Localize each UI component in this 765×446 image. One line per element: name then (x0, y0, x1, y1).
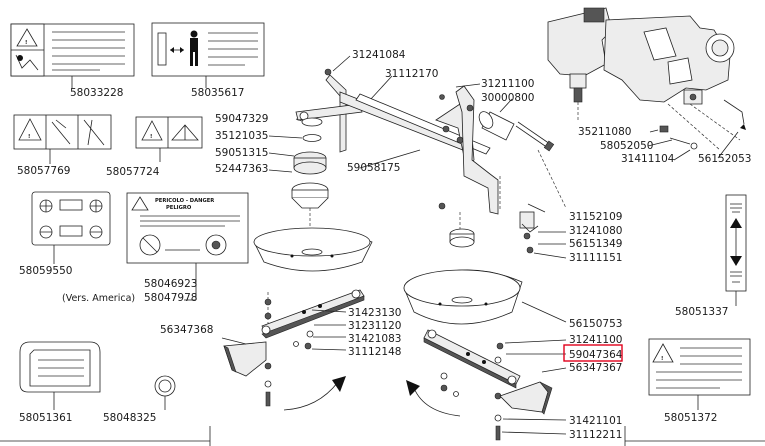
warning-triangle-icon (18, 118, 42, 141)
part-number-label: 58051372 (664, 412, 717, 424)
rotation-icon (40, 200, 102, 212)
part-number-label: 31211100 (481, 78, 534, 90)
right-clip-bracket (519, 211, 539, 254)
part-number-label: 30000800 (481, 92, 534, 104)
left-bolts (264, 298, 314, 407)
bearing-stack-left (291, 117, 329, 209)
part-number-label: 31423130 (348, 307, 401, 319)
part-number-label: 31231120 (348, 320, 401, 332)
america-note: (Vers. America) (62, 293, 135, 304)
part-number-label: 31111151 (569, 252, 622, 264)
pericolo-subtitle: PELIGRO (166, 205, 192, 211)
hub-right (438, 202, 475, 248)
warning-triangle-icon (141, 120, 163, 141)
part-number-label: 59058175 (347, 162, 400, 174)
part-number-label: 31241084 (352, 49, 406, 61)
warning-triangle-icon (131, 196, 149, 211)
decal-pericolo: PERICOLO - DANGER PELIGRO (126, 192, 249, 264)
part-number-label: 58048325 (103, 412, 156, 424)
rotation-arrow-right (406, 380, 461, 417)
crush-hazard-icon (15, 54, 39, 71)
decal-warning-top: ! (10, 23, 135, 77)
part-number-label: 31152109 (569, 211, 622, 223)
part-number-label: 31241080 (569, 225, 622, 237)
part-number-label: 58047978 (144, 292, 197, 304)
part-number-label: 58033228 (70, 87, 123, 99)
part-number-label: 31421101 (569, 415, 622, 427)
blade-holder-part-number-highlighted: 59047364 (569, 349, 623, 361)
blade-holder-left (261, 289, 365, 339)
rotation-arrow-left (283, 376, 346, 411)
gearbox (547, 7, 735, 120)
decal-warning-right: ! (648, 338, 751, 396)
part-number-label: 31112211 (569, 429, 622, 441)
pericolo-title: PERICOLO - DANGER (155, 198, 214, 204)
part-number-label: 58059550 (19, 265, 72, 277)
decal-manual: ! (135, 116, 203, 149)
part-number-label: 58057724 (106, 166, 160, 178)
svg-text:!: ! (150, 134, 152, 140)
part-number-label: 52447363 (215, 163, 268, 175)
decal-rotation (31, 191, 111, 246)
part-number-label: 56150753 (569, 318, 622, 330)
part-number-label: 58052050 (600, 140, 653, 152)
part-number-label: 35121035 (215, 130, 268, 142)
part-number-label: 56347368 (160, 324, 213, 336)
decal-vertical (725, 194, 747, 292)
part-number-label: 58046923 (144, 278, 197, 290)
part-number-label: 59051315 (215, 147, 268, 159)
top-bracket (455, 85, 499, 215)
warning-triangle-icon (16, 28, 38, 47)
part-number-label: 59047329 (215, 113, 268, 125)
part-number-label: 58035617 (191, 87, 244, 99)
disc-right (403, 269, 523, 325)
long-bolt (515, 121, 555, 152)
svg-text:!: ! (25, 40, 27, 46)
part-number-label: 56151349 (569, 238, 622, 250)
part-number-label: 58051361 (19, 412, 72, 424)
part-number-label: 31421083 (348, 333, 401, 345)
blade-left (223, 341, 267, 377)
part-number-label: 58051337 (675, 306, 728, 318)
hand-cut-icon (51, 119, 71, 145)
warning-triangle-icon (652, 343, 674, 363)
right-bolts (440, 342, 504, 441)
part-number-label: 56152053 (698, 153, 751, 165)
part-number-label: 56347367 (569, 362, 622, 374)
ring-part (154, 375, 176, 397)
svg-text:!: ! (661, 356, 663, 362)
decal-hands: ! (13, 114, 112, 150)
part-number-label: 31241100 (569, 334, 622, 346)
decal-distance (151, 22, 265, 77)
part-number-label: 31411104 (621, 153, 675, 165)
part-number-label: 35211080 (578, 126, 631, 138)
highlight-box (563, 344, 623, 362)
disc-left (253, 227, 373, 272)
person-icon (190, 30, 198, 38)
part-number-label: 58057769 (17, 165, 70, 177)
gearbox-small-parts (659, 99, 746, 150)
blade-right (499, 381, 553, 415)
decal-lube (19, 341, 101, 393)
rubber-buffer (478, 111, 515, 141)
part-number-label: 31112170 (385, 68, 438, 80)
tool-icon (83, 119, 105, 146)
svg-text:!: ! (28, 134, 30, 140)
manual-book-icon (171, 124, 199, 141)
blade-holder-right (423, 329, 521, 389)
part-number-label: 31112148 (348, 346, 401, 358)
